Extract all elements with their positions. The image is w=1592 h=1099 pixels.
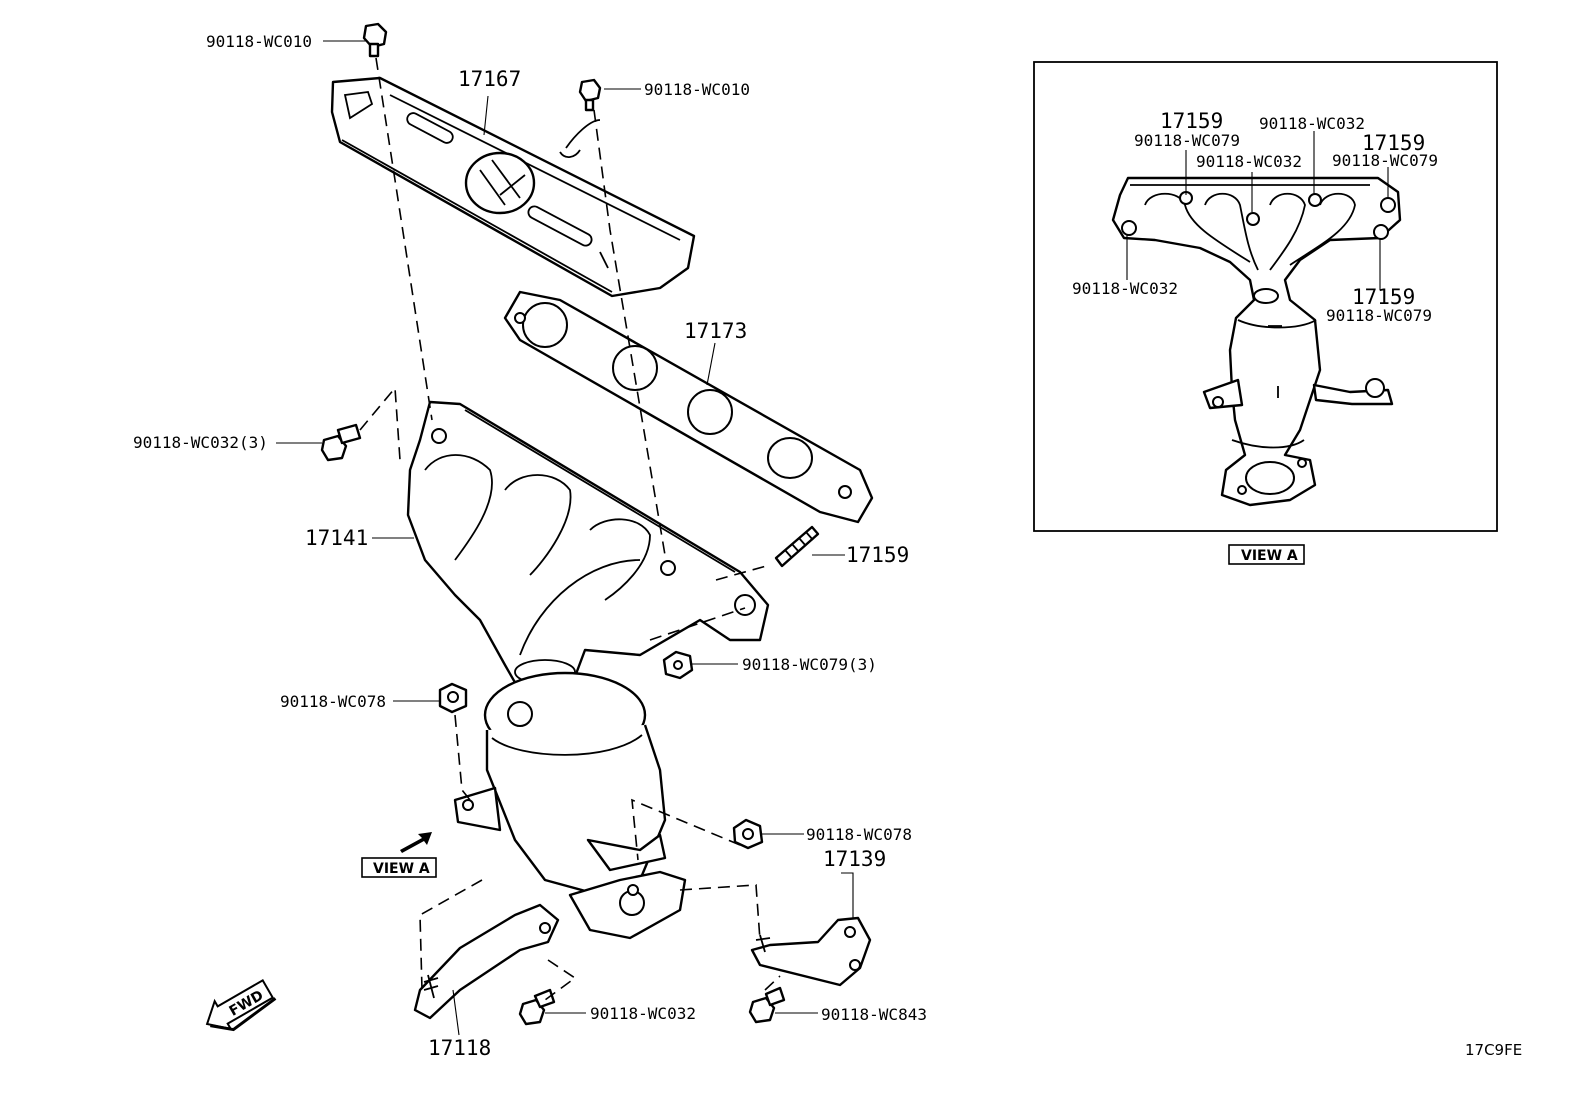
view-a-label-bolt-left: 90118-WC032 xyxy=(1072,279,1178,298)
view-a-label-nut-top-right: 90118-WC079 xyxy=(1332,151,1438,170)
view-a-caption-left: VIEW A xyxy=(373,861,430,877)
bracket-17118-part xyxy=(413,903,560,1020)
view-arrow-icon xyxy=(400,832,432,853)
label-bracket-right: 17139 xyxy=(823,847,886,871)
label-bolt-bottom-right: 90118-WC843 xyxy=(821,1005,927,1024)
label-gasket: 17173 xyxy=(684,319,747,343)
label-bolt-left: 90118-WC032(3) xyxy=(133,433,268,452)
bolt-90118-wc010-top-right xyxy=(559,78,602,158)
label-bolt-top-left: 90118-WC010 xyxy=(206,32,312,51)
label-nut-left: 90118-WC078 xyxy=(280,692,386,711)
label-bolt-bottom-center: 90118-WC032 xyxy=(590,1004,696,1023)
label-bolt-top-right: 90118-WC010 xyxy=(644,80,750,99)
label-bracket-left: 17118 xyxy=(428,1036,491,1060)
view-a-manifold-drawing xyxy=(1111,176,1402,507)
label-nut-right: 90118-WC078 xyxy=(806,825,912,844)
view-a-detail-panel: 17159 90118-WC079 90118-WC032 90118-WC03… xyxy=(1033,61,1498,532)
view-a-caption: VIEW A xyxy=(1241,548,1298,564)
label-heat-insulator: 17167 xyxy=(458,67,521,91)
label-manifold: 17141 xyxy=(305,526,368,550)
view-a-label-bolt-mid-center: 90118-WC032 xyxy=(1196,152,1302,171)
stud-17159-part xyxy=(774,525,820,568)
view-a-label-nut-bottom-right: 90118-WC079 xyxy=(1326,306,1432,325)
figure-code: 17C9FE xyxy=(1465,1041,1522,1059)
view-a-label-stud-top-left: 17159 xyxy=(1160,109,1223,133)
leader-lines xyxy=(276,40,854,1036)
bracket-17139-part xyxy=(750,916,872,987)
bolt-90118-wc010-top-left xyxy=(362,22,388,58)
label-nut-3: 90118-WC079(3) xyxy=(742,655,877,674)
nut-90118-wc078-left xyxy=(438,682,468,714)
catalytic-converter-part xyxy=(453,671,687,940)
view-a-label-bolt-top-center: 90118-WC032 xyxy=(1259,114,1365,133)
assembly-dashed-lines xyxy=(359,57,781,1001)
view-a-indicator: VIEW A xyxy=(361,832,437,878)
bolt-90118-wc843-bottom xyxy=(748,986,786,1024)
nut-90118-wc079 xyxy=(662,650,694,680)
heat-insulator-part xyxy=(330,76,696,298)
bolt-90118-wc032-left xyxy=(320,423,362,462)
fwd-direction-arrow: FWD xyxy=(205,978,277,1032)
view-a-label-nut-top-left: 90118-WC079 xyxy=(1134,131,1240,150)
gasket-part xyxy=(503,290,874,524)
nut-90118-wc078-right xyxy=(732,818,764,850)
view-a-label-stud-top-right: 17159 xyxy=(1362,131,1425,155)
view-a-label-stud-bottom-right: 17159 xyxy=(1352,285,1415,309)
bolt-90118-wc032-bottom xyxy=(518,988,556,1026)
label-stud: 17159 xyxy=(846,543,909,567)
view-a-leader-lines xyxy=(1126,131,1389,290)
